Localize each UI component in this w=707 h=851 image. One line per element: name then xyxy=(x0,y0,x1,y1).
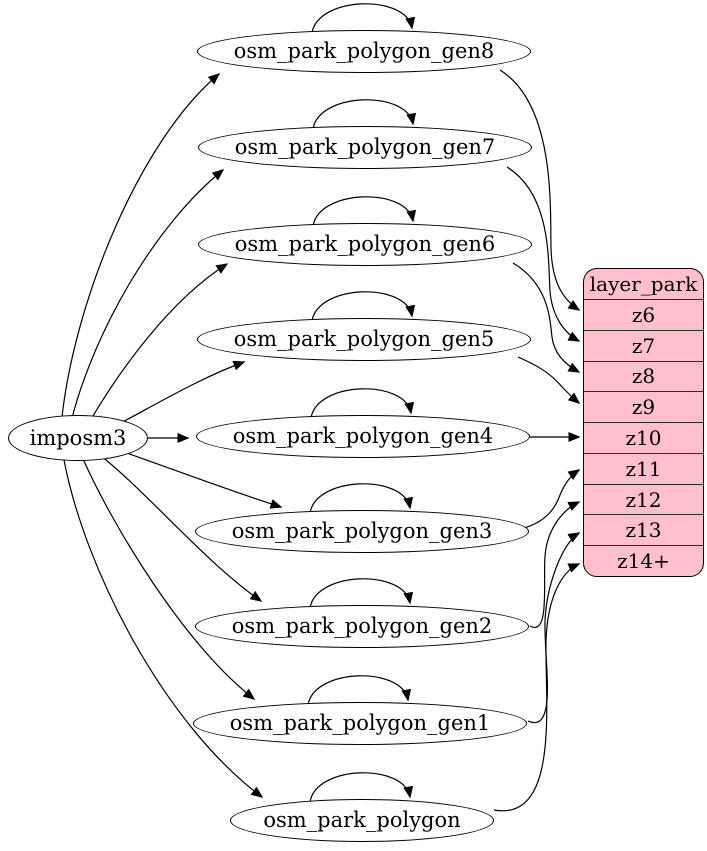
selfloop-base xyxy=(309,772,414,803)
node-gen2-label: osm_park_polygon_gen2 xyxy=(231,614,493,638)
edge-gen2-z12 xyxy=(529,501,581,629)
layer-row-z11: z11 xyxy=(584,452,703,484)
node-gen3-label: osm_park_polygon_gen3 xyxy=(231,519,493,543)
layer-park-header: layer_park xyxy=(589,272,698,296)
layer-row-z9: z9 xyxy=(584,391,703,422)
node-osm-park-polygon-gen3: osm_park_polygon_gen3 xyxy=(195,510,529,553)
layer-row-z14plus: z14+ xyxy=(584,545,703,576)
node-osm-park-polygon-gen5: osm_park_polygon_gen5 xyxy=(197,318,531,361)
node-gen5-label: osm_park_polygon_gen5 xyxy=(233,327,495,351)
node-osm-park-polygon-gen7: osm_park_polygon_gen7 xyxy=(198,126,532,169)
layer-row-z10: z10 xyxy=(584,422,703,453)
layer-park-table: layer_park z6 z7 z8 z9 z10 z11 z12 z13 z… xyxy=(583,268,704,577)
node-osm-park-polygon-gen4: osm_park_polygon_gen4 xyxy=(196,415,530,458)
edge-imposm3-gen6 xyxy=(89,263,229,422)
node-osm-park-polygon-gen1: osm_park_polygon_gen1 xyxy=(193,702,527,745)
edge-imposm3-gen8 xyxy=(61,73,221,418)
node-gen1-label: osm_park_polygon_gen1 xyxy=(229,711,491,735)
edge-imposm3-gen1 xyxy=(82,458,256,700)
node-imposm3-label: imposm3 xyxy=(29,425,127,450)
selfloop-gen1 xyxy=(307,675,412,706)
layer-row-z13: z13 xyxy=(584,514,703,545)
edge-gen6-z8 xyxy=(512,262,581,373)
edge-gen8-z6 xyxy=(499,69,581,311)
node-osm-park-polygon-gen2: osm_park_polygon_gen2 xyxy=(195,605,529,648)
node-osm-park-polygon-gen8: osm_park_polygon_gen8 xyxy=(197,30,531,73)
node-gen6-label: osm_park_polygon_gen6 xyxy=(234,232,496,256)
layer-row-z6: z6 xyxy=(584,299,703,330)
edge-gen5-z9 xyxy=(517,356,581,404)
node-gen4-label: osm_park_polygon_gen4 xyxy=(232,424,494,448)
selfloop-gen3 xyxy=(309,483,414,514)
edge-imposm3-gen2 xyxy=(99,454,263,602)
node-gen7-label: osm_park_polygon_gen7 xyxy=(234,135,496,159)
edge-imposm3-base xyxy=(63,459,264,798)
node-gen8-label: osm_park_polygon_gen8 xyxy=(233,39,495,63)
selfloop-gen5 xyxy=(311,291,416,322)
edge-gen1-z13 xyxy=(527,532,581,724)
selfloop-gen2 xyxy=(309,578,414,609)
layer-row-z7: z7 xyxy=(584,329,703,361)
node-imposm3: imposm3 xyxy=(8,415,148,461)
node-osm-park-polygon-gen6: osm_park_polygon_gen6 xyxy=(198,223,532,266)
edge-base-z14 xyxy=(493,563,581,812)
node-base-label: osm_park_polygon xyxy=(263,808,461,832)
node-osm-park-polygon: osm_park_polygon xyxy=(230,799,494,842)
edge-imposm3-gen3 xyxy=(117,449,283,509)
layer-row-z8: z8 xyxy=(584,360,703,392)
edge-gen3-z11 xyxy=(523,469,581,529)
edge-gen7-z7 xyxy=(506,166,581,342)
selfloop-gen4 xyxy=(310,388,415,419)
selfloop-gen8 xyxy=(311,3,416,34)
edge-imposm3-gen7 xyxy=(71,169,225,419)
edge-imposm3-gen5 xyxy=(114,360,246,427)
layer-row-z12: z12 xyxy=(584,483,703,515)
selfloop-gen7 xyxy=(312,99,417,130)
selfloop-gen6 xyxy=(312,196,417,227)
